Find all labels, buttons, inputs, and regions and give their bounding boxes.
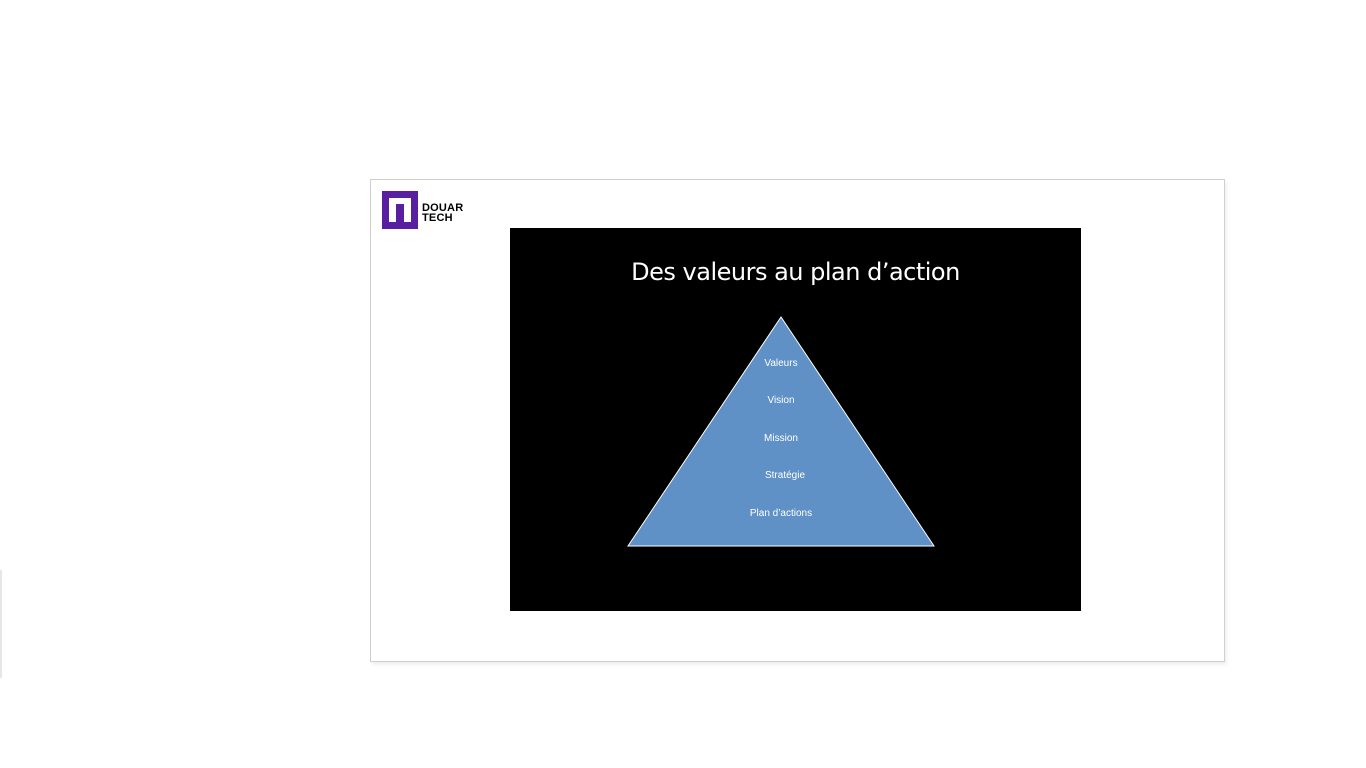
slide-canvas: Des valeurs au plan d’action Valeurs Vis… [510, 228, 1081, 611]
douar-tech-logo-icon [382, 191, 418, 229]
pyramid-level-vision: Vision [767, 395, 795, 406]
logo-wordmark: DOUAR TECH [422, 202, 464, 224]
logo-line-2: TECH [422, 212, 453, 224]
pyramid-diagram [627, 316, 935, 547]
pyramid-level-valeurs: Valeurs [764, 358, 798, 369]
logo-line-1: DOUAR [422, 202, 464, 214]
pyramid-level-mission: Mission [764, 433, 798, 444]
left-edge-divider [0, 570, 2, 678]
slide-card[interactable]: DOUAR TECH Des valeurs au plan d’action … [370, 179, 1225, 662]
slide-title: Des valeurs au plan d’action [631, 258, 960, 286]
douar-tech-logo: DOUAR TECH [382, 191, 482, 231]
pyramid-shape [627, 316, 935, 547]
pyramid-level-plan-actions: Plan d’actions [749, 508, 813, 519]
pyramid-level-strategie: Stratégie [764, 470, 806, 481]
